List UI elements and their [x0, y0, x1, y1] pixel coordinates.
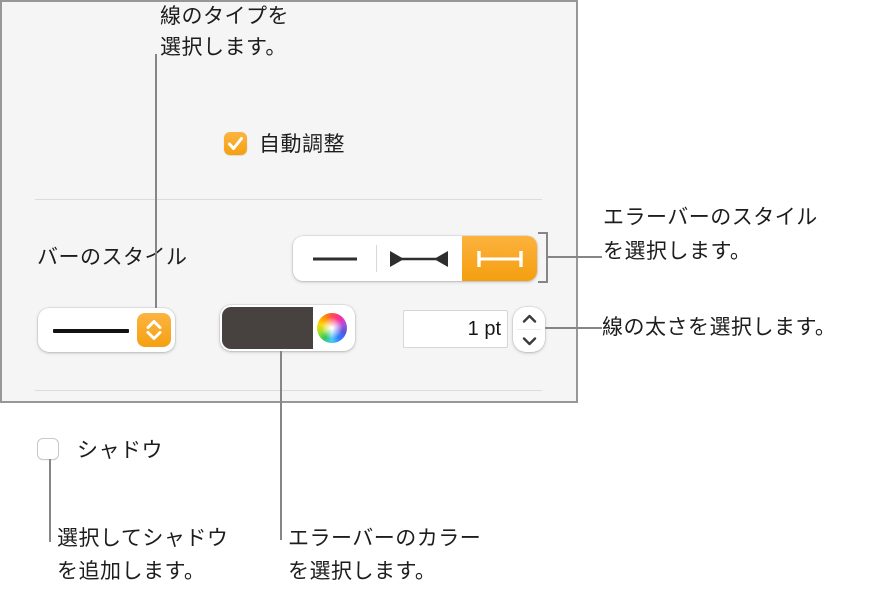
stepper-divider [517, 329, 541, 330]
line-type-popup[interactable] [38, 308, 175, 352]
autofit-label: 自動調整 [259, 133, 345, 156]
callout-text-color: エラーバーのカラー を選択します。 [288, 527, 482, 583]
line-style-icon [312, 257, 357, 260]
callout-text-line-weight: 線の太さを選択します。 [602, 316, 837, 339]
check-icon [228, 136, 243, 150]
chevron-up-down-icon [146, 320, 162, 340]
callout-line-shadow [49, 459, 51, 542]
line-preview [53, 329, 129, 333]
bar-style-label: バーのスタイル [37, 246, 188, 269]
segment-divider [376, 245, 377, 272]
callout-text-shadow: 選択してシャドウ を追加します。 [57, 527, 229, 583]
stepper-up-button[interactable] [513, 307, 545, 329]
chevron-up-icon [522, 314, 536, 323]
callout-bracket-error-bar-style [538, 232, 548, 283]
segment-arrow-caps[interactable] [376, 236, 462, 281]
line-weight-field[interactable]: 1 pt [403, 310, 508, 348]
error-bar-style-segmented-control [293, 236, 537, 281]
line-weight-value: 1 pt [467, 317, 501, 340]
flat-caps-style-icon [476, 250, 523, 267]
segment-flat-caps[interactable] [462, 236, 537, 281]
divider [35, 199, 542, 200]
callout-line-line-weight [545, 327, 602, 329]
callout-line-color [280, 351, 282, 540]
autofit-row: 自動調整 [224, 128, 345, 158]
autofit-checkbox[interactable] [224, 131, 247, 155]
error-bar-color-well[interactable] [220, 305, 355, 351]
line-weight-stepper [513, 307, 545, 352]
color-wheel-icon[interactable] [317, 313, 347, 343]
shadow-checkbox[interactable] [37, 438, 59, 460]
shadow-label: シャドウ [77, 439, 163, 462]
callout-text-line-type: 線のタイプを 選択します。 [160, 5, 289, 59]
stepper-down-button[interactable] [513, 330, 545, 352]
callout-text-error-bar-style: エラーバーのスタイル を選択します。 [603, 206, 818, 263]
callout-line-error-bar-style [548, 256, 602, 258]
chevron-down-icon [522, 336, 536, 345]
popup-chevrons [137, 313, 171, 347]
color-swatch[interactable] [222, 307, 313, 349]
segment-line[interactable] [293, 236, 376, 281]
callout-line-line-type [155, 54, 157, 308]
divider [35, 390, 542, 391]
arrow-caps-style-icon [390, 250, 448, 267]
shadow-row: シャドウ [37, 434, 163, 464]
